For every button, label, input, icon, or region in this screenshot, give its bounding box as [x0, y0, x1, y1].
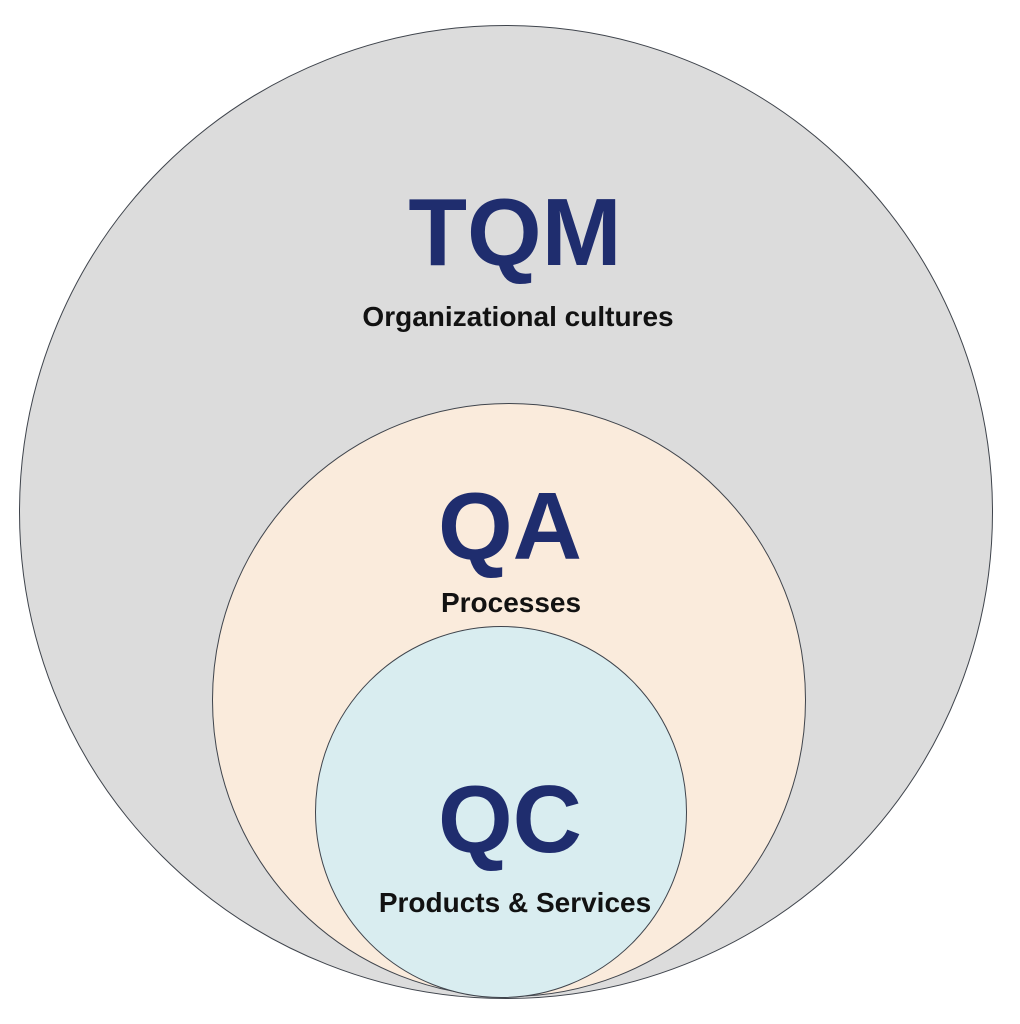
tqm-sublabel: Organizational cultures [362, 301, 674, 332]
qc-sublabel: Products & Services [378, 887, 652, 918]
qc-circle [315, 626, 687, 998]
qa-sublabel: Processes [440, 587, 582, 618]
qc-label: QC [438, 766, 582, 873]
qa-label: QA [438, 473, 582, 580]
tqm-label: TQM [408, 179, 622, 286]
